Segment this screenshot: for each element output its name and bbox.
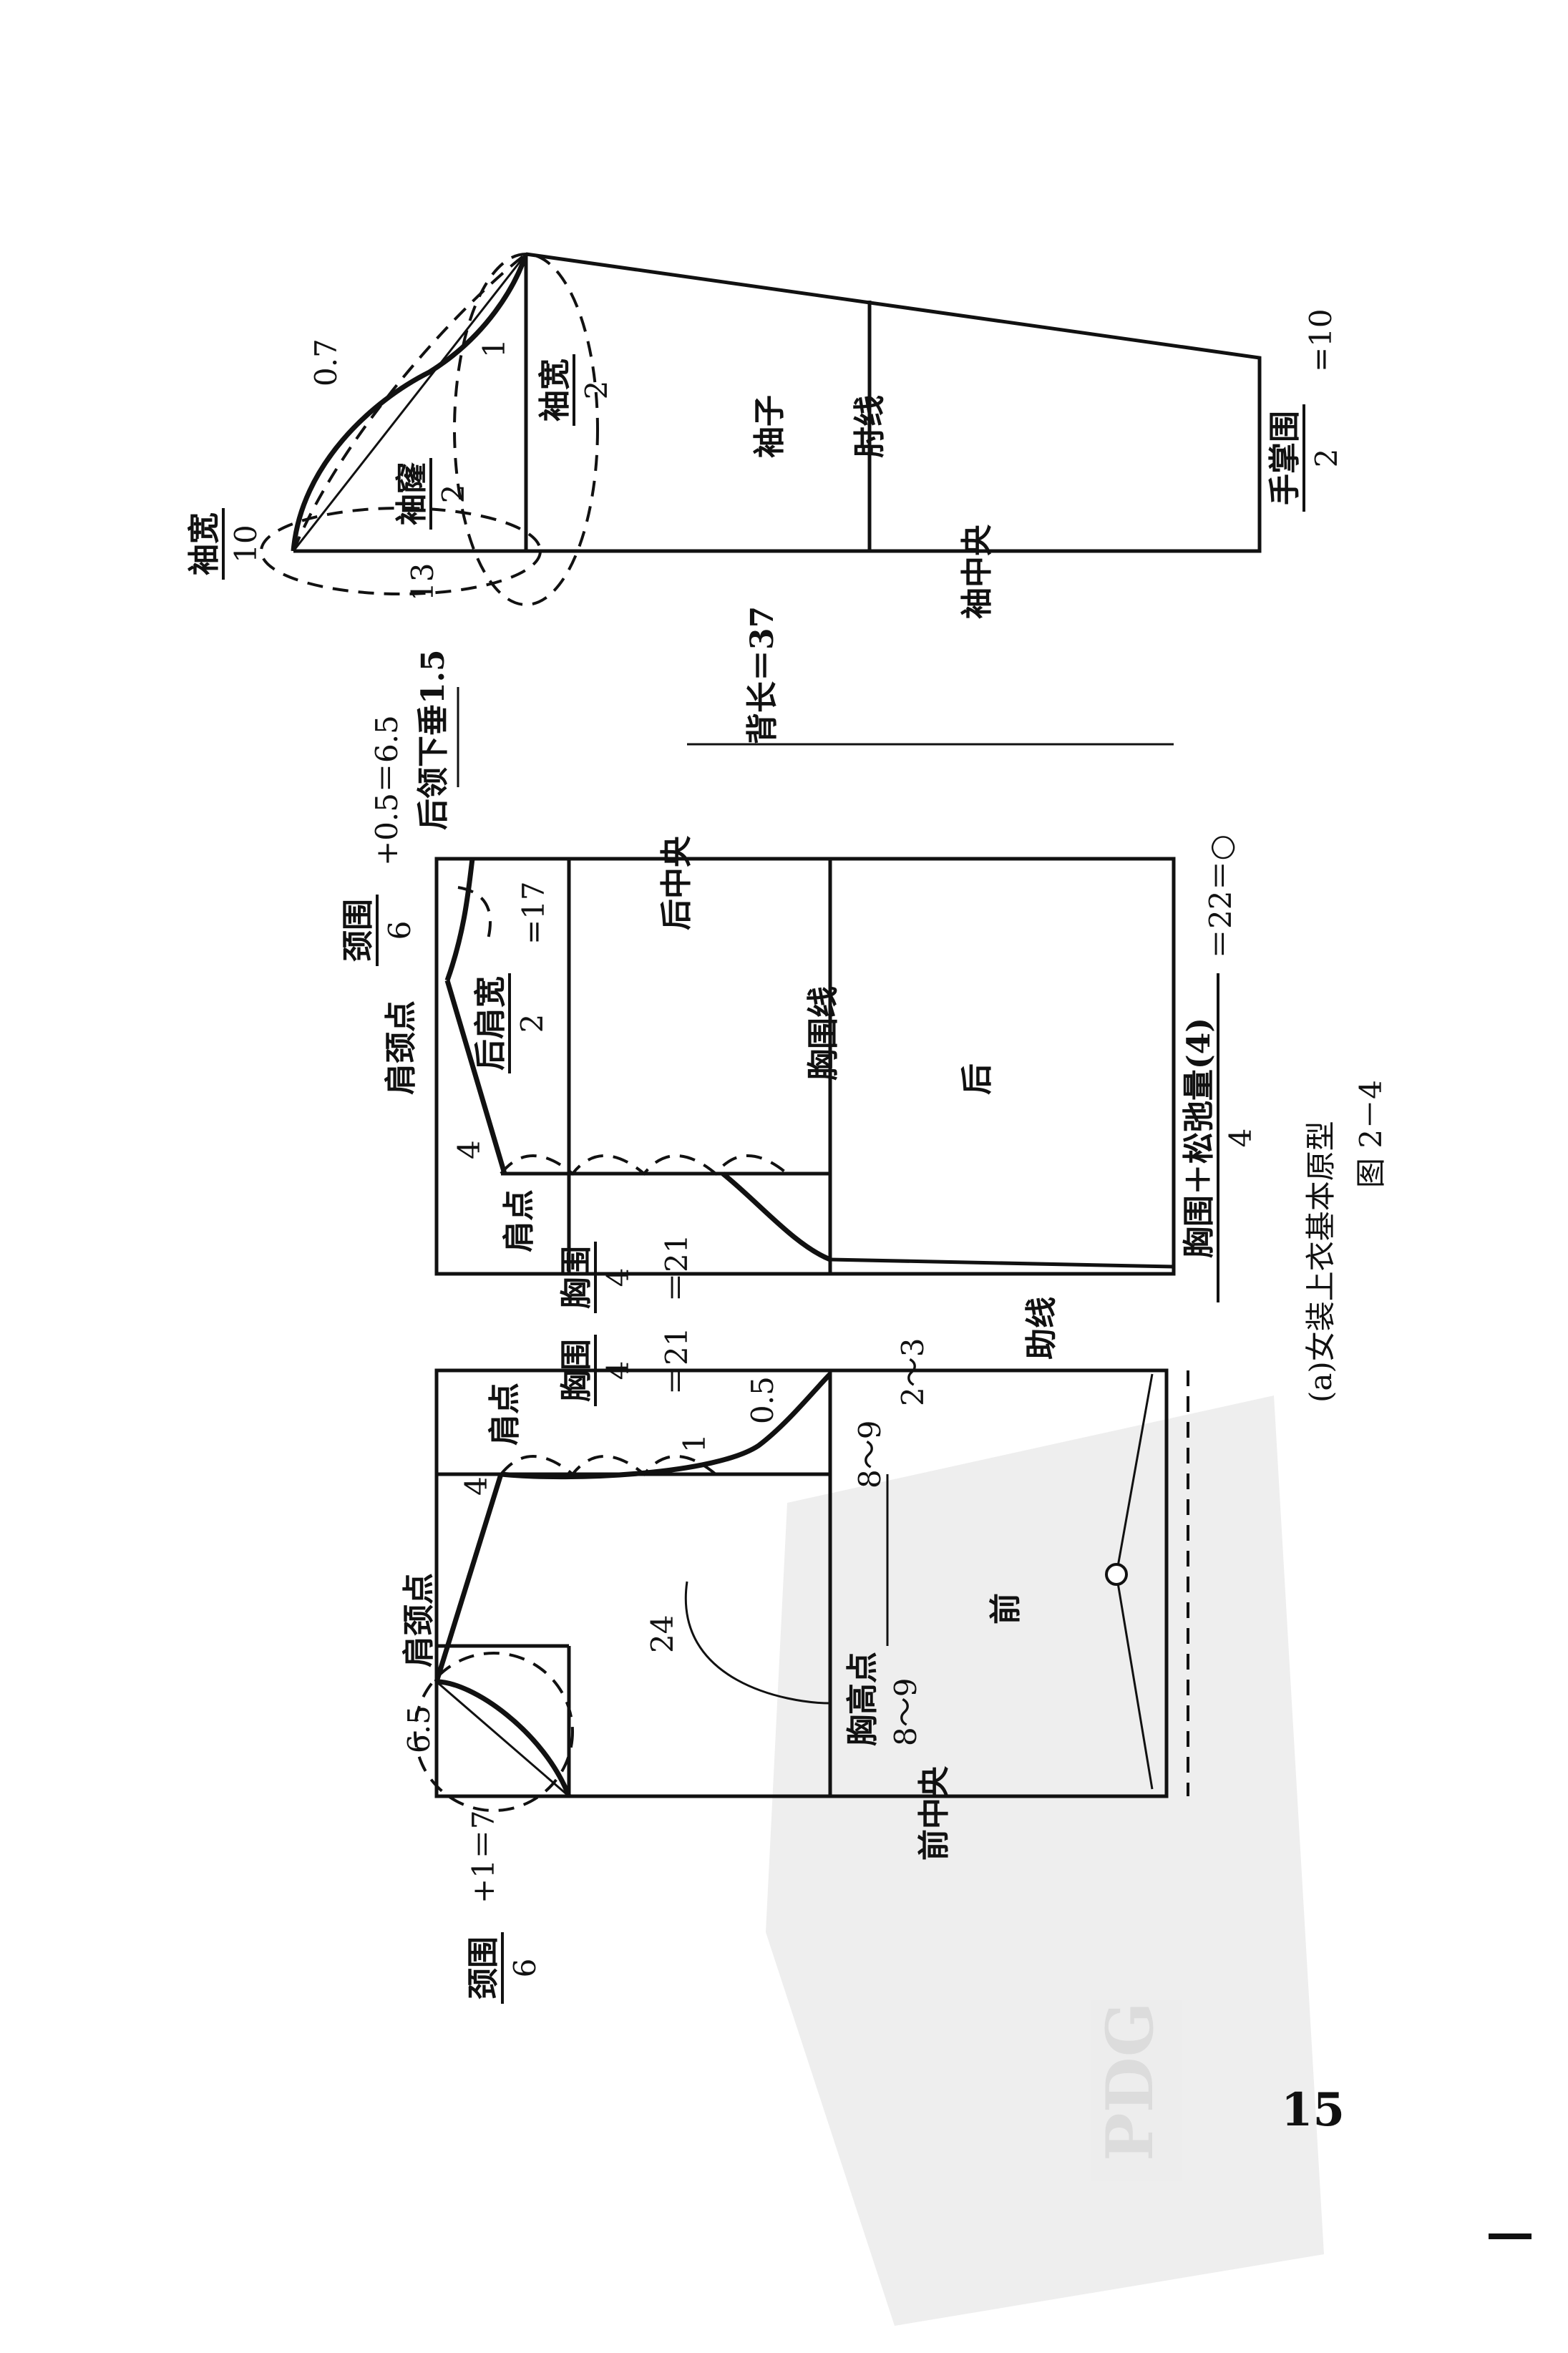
back-pattern: 颈围 6 +0.5＝6.5 后领下垂1.5 背长＝37 肩颈点 后肩宽 2 =1… <box>340 606 1258 1313</box>
svg-text:4: 4 <box>600 1361 636 1380</box>
svg-text:颈围: 颈围 <box>465 1937 502 1999</box>
sleeve-cap-height: 袖窿 2 <box>394 458 471 530</box>
back-name: 后 <box>959 1063 995 1095</box>
front-dart-8-9: 8～9 <box>852 1421 887 1489</box>
back-bust-line-label: 胸围线 <box>805 986 842 1081</box>
front-neck-65: 6.5 <box>401 1705 437 1753</box>
sleeve-pattern: 袖宽 10 0.7 13 袖窿 2 袖宽 2 1 袖子 肘线 袖中央 手掌围 2… <box>186 252 1344 619</box>
front-len-24: 24 <box>645 1615 680 1653</box>
watermark: PDG <box>766 1395 1324 2326</box>
svg-text:手掌围: 手掌围 <box>1267 411 1303 505</box>
watermark-text: PDG <box>1092 2002 1168 2161</box>
front-bp-8-9: 8～9 <box>888 1678 923 1746</box>
front-bust-eq: ＝21 <box>659 1327 694 1395</box>
svg-text:2: 2 <box>515 1014 550 1033</box>
front-side-2-3: 2～3 <box>895 1338 930 1406</box>
sleeve-width-half: 袖宽 2 <box>537 354 614 426</box>
back-hem: 胸围＋松弛量(4) 4 <box>1181 973 1258 1302</box>
back-bust-eq: ＝21 <box>659 1234 694 1302</box>
front-neckline <box>436 1679 572 1798</box>
front-neck-circle <box>414 1652 574 1812</box>
page-number: 15 <box>1281 2083 1345 2137</box>
front-side-seam-upper <box>1115 1373 1154 1575</box>
svg-text:颈围: 颈围 <box>340 899 376 962</box>
front-shoulder-point: 肩点 <box>487 1383 523 1446</box>
front-neck-diagonal <box>436 1680 570 1798</box>
back-shoulder-point: 肩点 <box>501 1189 537 1252</box>
svg-text:2: 2 <box>436 484 471 504</box>
front-neck-eq: +1＝7 <box>466 1810 501 1904</box>
svg-text:4: 4 <box>1223 1129 1258 1148</box>
back-hem-eq: ＝22＝○ <box>1203 834 1238 959</box>
front-bust-point: 胸高点 <box>844 1652 881 1746</box>
front-24-arc <box>684 1581 831 1705</box>
sleeve-depth-13: 13 <box>405 563 440 601</box>
back-length: 背长＝37 <box>744 606 781 744</box>
front-side-seam-lower <box>1115 1574 1154 1790</box>
back-shoulder-width-eq: =17 <box>516 881 551 945</box>
back-shoulder-line <box>444 980 507 1174</box>
svg-text:4: 4 <box>600 1268 636 1287</box>
svg-text:10: 10 <box>228 525 263 562</box>
svg-text:袖宽: 袖宽 <box>186 512 223 575</box>
svg-text:6: 6 <box>382 921 417 940</box>
back-neck-drop: 后领下垂1.5 <box>415 649 452 830</box>
front-shoulder-neck-point: 肩颈点 <box>401 1573 437 1667</box>
sleeve-elbow-label: 肘线 <box>852 395 888 458</box>
back-scallops <box>457 886 789 1176</box>
svg-text:胸围: 胸围 <box>558 1339 595 1402</box>
front-center-label: 前中央 <box>916 1765 953 1861</box>
sleeve-cap-dashed <box>292 253 527 552</box>
svg-text:胸围: 胸围 <box>558 1246 595 1309</box>
sleeve-name: 袖子 <box>751 395 788 458</box>
sleeve-cap-diagonal <box>292 253 527 552</box>
front-mark-1: 1 <box>677 1433 712 1453</box>
sleeve-cap-curve <box>291 253 529 552</box>
back-neckline <box>444 858 475 982</box>
front-pattern: 胸围 4 ＝21 肩点 4 1 0.5 肩颈点 6.5 颈围 6 +1＝7 24… <box>401 1297 1189 2004</box>
front-name: 前 <box>988 1593 1024 1624</box>
figure-caption: 图 2－4 <box>1353 1080 1388 1188</box>
front-scallops <box>500 1455 717 1476</box>
sleeve-outline <box>293 252 1262 553</box>
sleeve-arc-bottom <box>260 507 542 595</box>
svg-text:后肩宽: 后肩宽 <box>472 976 509 1071</box>
front-shoulder-line <box>434 1473 504 1683</box>
sleeve-width-over-10: 袖宽 10 <box>186 508 263 580</box>
back-neck-eq: +0.5＝6.5 <box>369 715 404 866</box>
sleeve-center-label: 袖中央 <box>959 524 995 619</box>
front-side-line-label: 助线 <box>1023 1297 1060 1360</box>
front-offset-4: 4 <box>459 1476 494 1496</box>
front-armhole-curve <box>500 1372 832 1480</box>
sleeve-mark-1: 1 <box>477 338 512 358</box>
svg-text:胸围＋松弛量(4): 胸围＋松弛量(4) <box>1181 1018 1217 1258</box>
svg-text:袖窿: 袖窿 <box>394 462 430 525</box>
svg-text:2: 2 <box>1309 449 1344 468</box>
back-bust: 胸围 4 <box>558 1242 636 1313</box>
sleeve-wrist-eq: =10 <box>1303 308 1338 372</box>
front-bust: 胸围 4 <box>558 1335 636 1406</box>
back-side <box>829 1257 1174 1269</box>
back-shoulder-neck-point: 肩颈点 <box>383 1000 419 1095</box>
sleeve-cap-offset: 0.7 <box>308 338 344 386</box>
front-outline <box>434 1368 1169 1798</box>
figure-subcaption: (a)女装上衣基本原型 <box>1303 1121 1338 1403</box>
back-offset-4: 4 <box>452 1140 487 1159</box>
front-mark-05: 0.5 <box>745 1376 780 1424</box>
sleeve-wrist: 手掌围 2 <box>1267 404 1344 512</box>
sleeve-arc-right <box>453 253 599 606</box>
front-neck: 颈围 6 <box>465 1932 542 2004</box>
svg-text:袖宽: 袖宽 <box>537 359 573 422</box>
back-armhole-curve <box>721 1171 832 1262</box>
back-center-label: 后中央 <box>658 835 695 930</box>
back-neck: 颈围 6 <box>340 895 417 966</box>
front-circle-mark <box>1105 1563 1128 1586</box>
svg-text:2: 2 <box>579 381 614 400</box>
back-shoulder-width: 后肩宽 2 <box>472 973 550 1073</box>
svg-text:6: 6 <box>507 1959 542 1978</box>
